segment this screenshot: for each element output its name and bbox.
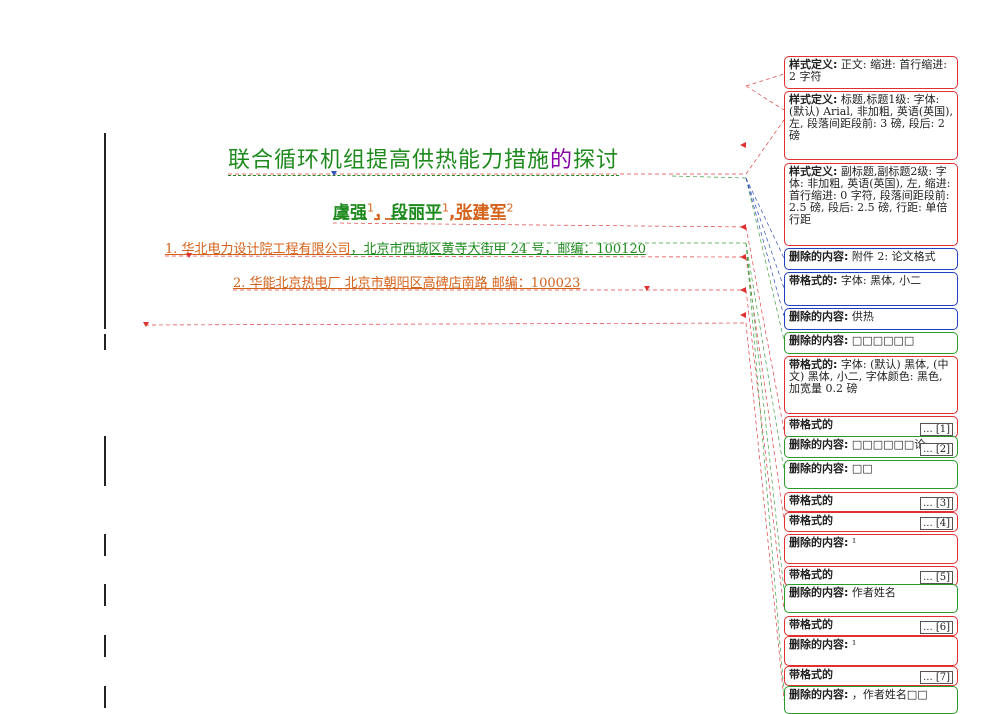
comment-label: 带格式的: — [789, 274, 838, 287]
comment-label: 带格式的 — [789, 668, 833, 681]
change-bar — [104, 133, 106, 329]
comment-label: 删除的内容: — [789, 310, 849, 323]
comment-balloons: 样式定义: 正文: 缩进: 首行缩进: 2 字符样式定义: 标题,标题1级: 字… — [784, 56, 960, 714]
comment-balloon[interactable]: 删除的内容: 供热 — [784, 308, 958, 330]
comment-more-link[interactable]: ... [2] — [920, 443, 953, 456]
comment-text: ¹ — [848, 638, 857, 651]
change-bar — [104, 635, 106, 657]
comment-text: 字体: 黑体, 小二 — [837, 274, 922, 287]
comment-label: 删除的内容: — [789, 638, 849, 651]
title-tail: 探讨 — [573, 148, 620, 173]
change-bar — [104, 584, 106, 606]
affiliation-org: 1. 华北电力设计院工程有限公司 — [165, 242, 351, 257]
comment-balloon[interactable]: 带格式的: 字体: 黑体, 小二 — [784, 272, 958, 306]
comment-balloon[interactable]: 删除的内容: □□ — [784, 460, 958, 489]
comment-text: 作者姓名 — [848, 586, 896, 599]
comment-label: 删除的内容: — [789, 586, 849, 599]
comment-label: 带格式的 — [789, 568, 833, 581]
comment-more-link[interactable]: ... [3] — [920, 497, 953, 510]
author-line[interactable]: 虞强1，段丽平1,张建军2 — [333, 198, 513, 223]
change-bar — [104, 334, 106, 350]
comment-text: 正文: 缩进: 首行缩进: 2 字符 — [789, 58, 948, 83]
comment-label: 删除的内容: — [789, 250, 849, 263]
comment-balloon[interactable]: 带格式的 ... [5] — [784, 566, 958, 586]
affiliation-2[interactable]: 2. 华能北京热电厂 北京市朝阳区高碑店南路 邮编：100023 — [233, 276, 581, 291]
author-separator: , — [449, 203, 456, 223]
comment-more-link[interactable]: ... [5] — [920, 571, 953, 584]
comment-label: 带格式的 — [789, 418, 833, 431]
comment-balloon[interactable]: 带格式的 ... [7] — [784, 666, 958, 686]
comment-label: 带格式的 — [789, 494, 833, 507]
comment-label: 删除的内容: — [789, 462, 849, 475]
comment-text: □□ — [848, 462, 873, 475]
author-name: 张建军 — [455, 203, 507, 223]
comment-balloon[interactable]: 带格式的 ... [4] — [784, 512, 958, 532]
comment-more-link[interactable]: ... [4] — [920, 517, 953, 530]
author-separator: ， — [374, 203, 391, 223]
affiliation-address: ，北京市西城区黄寺大街甲 24 号， — [350, 242, 558, 257]
comment-text: 副标题,副标题2级: 字体: 非加粗, 英语(英国), 左, 缩进: 首行缩进:… — [789, 165, 951, 226]
comment-text: 附件 2: 论文格式 — [848, 250, 936, 263]
comment-balloon[interactable]: 带格式的: 字体: (默认) 黑体, (中文) 黑体, 小二, 字体颜色: 黑色… — [784, 356, 958, 414]
comment-text: □□□□□□论 — [848, 438, 926, 451]
comment-balloon[interactable]: 删除的内容: ¹ — [784, 636, 958, 666]
comment-label: 样式定义: — [789, 58, 838, 71]
comment-text: 供热 — [848, 310, 874, 323]
comment-more-link[interactable]: ... [1] — [920, 423, 953, 436]
comment-balloon[interactable]: 删除的内容: ¹ — [784, 534, 958, 564]
comment-balloon[interactable]: 删除的内容: □□□□□□论... [2] — [784, 436, 958, 458]
change-bar — [104, 436, 106, 486]
affiliation-marker: 1 — [442, 201, 449, 215]
comment-balloon[interactable]: 删除的内容: ，作者姓名□□ — [784, 686, 958, 714]
comment-more-link[interactable]: ... [6] — [920, 621, 953, 634]
change-bar — [104, 686, 106, 708]
comment-balloon[interactable]: 删除的内容: □□□□□□ — [784, 332, 958, 354]
comment-balloon[interactable]: 带格式的 ... [1] — [784, 416, 958, 438]
affiliation-marker: 2 — [506, 201, 514, 215]
comment-label: 带格式的 — [789, 514, 833, 527]
paper-title[interactable]: 联合循环机组提高供热能力措施的探讨 — [228, 142, 620, 176]
comment-label: 删除的内容: — [789, 688, 849, 701]
comment-balloon[interactable]: 删除的内容: 附件 2: 论文格式 — [784, 248, 958, 270]
comment-text: □□□□□□ — [848, 334, 915, 347]
comment-balloon[interactable]: 样式定义: 副标题,副标题2级: 字体: 非加粗, 英语(英国), 左, 缩进:… — [784, 163, 958, 246]
comment-label: 删除的内容: — [789, 334, 849, 347]
author-name: 段丽平 — [391, 203, 442, 223]
comment-label: 样式定义: — [789, 93, 838, 106]
comment-text: ，作者姓名□□ — [848, 688, 928, 701]
comment-text: 字体: (默认) 黑体, (中文) 黑体, 小二, 字体颜色: 黑色, 加宽量 … — [789, 358, 949, 395]
title-main: 联合循环机组提高供热能力措施 — [228, 148, 551, 173]
comment-text: ¹ — [848, 536, 857, 549]
affiliation-1[interactable]: 1. 华北电力设计院工程有限公司，北京市西城区黄寺大街甲 24 号，邮编：100… — [165, 238, 646, 257]
affiliation-postcode: 邮编：100120 — [557, 242, 646, 257]
comment-balloon[interactable]: 带格式的 ... [6] — [784, 616, 958, 636]
author-name: 虞强 — [333, 203, 367, 223]
comment-label: 带格式的 — [789, 618, 833, 631]
comment-label: 删除的内容: — [789, 536, 849, 549]
change-bar — [104, 534, 106, 556]
affiliation-marker: 1 — [367, 201, 374, 215]
comment-label: 样式定义: — [789, 165, 838, 178]
comment-label: 带格式的: — [789, 358, 838, 371]
comment-balloon[interactable]: 样式定义: 标题,标题1级: 字体: (默认) Arial, 非加粗, 英语(英… — [784, 91, 958, 160]
comment-text: 标题,标题1级: 字体: (默认) Arial, 非加粗, 英语(英国), 左,… — [789, 93, 953, 142]
comment-balloon[interactable]: 带格式的 ... [3] — [784, 492, 958, 512]
comment-label: 删除的内容: — [789, 438, 849, 451]
comment-balloon[interactable]: 删除的内容: 作者姓名 — [784, 584, 958, 613]
comment-balloon[interactable]: 样式定义: 正文: 缩进: 首行缩进: 2 字符 — [784, 56, 958, 89]
title-purple: 的 — [550, 148, 574, 173]
comment-more-link[interactable]: ... [7] — [920, 671, 953, 684]
